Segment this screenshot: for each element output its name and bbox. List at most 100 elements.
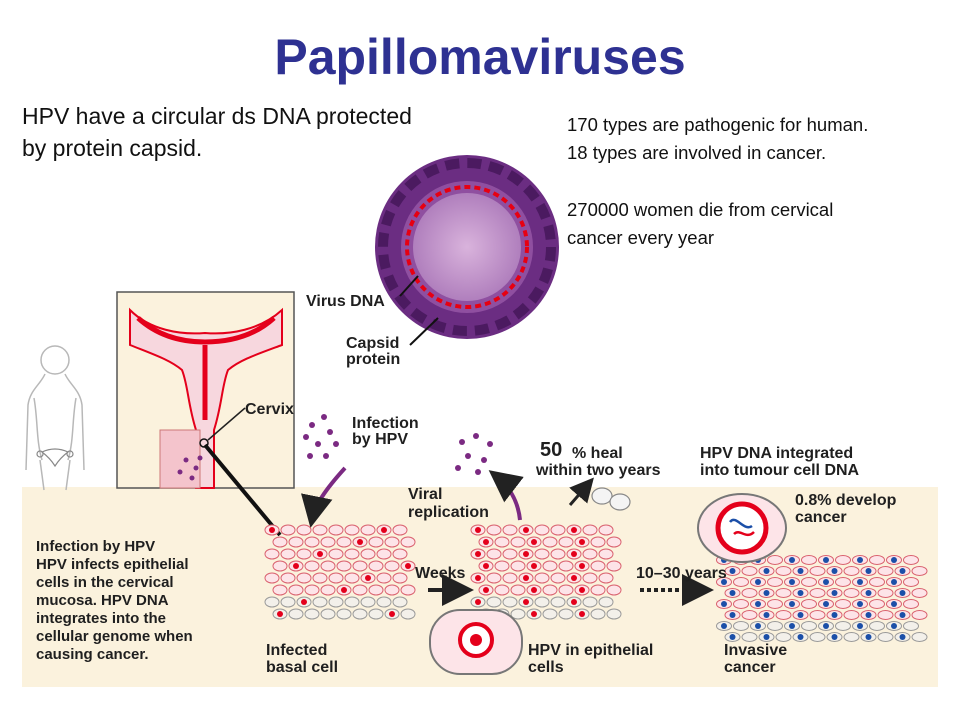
tissue-cell [558, 608, 574, 620]
tissue-cell [598, 572, 614, 584]
tissue-cell [843, 610, 860, 620]
tissue-cell [272, 584, 288, 596]
heal-arrow [568, 477, 594, 506]
tissue-cell [801, 621, 817, 631]
tissue-cell [869, 621, 885, 631]
cell-nucleus [763, 590, 770, 596]
cell-nucleus [357, 539, 363, 545]
tissue-cell [809, 632, 826, 642]
infection-arrow [301, 466, 347, 528]
tissue-cell [320, 536, 336, 548]
tissue-cell [835, 555, 851, 565]
tissue-cell [590, 608, 606, 620]
cell-nucleus [763, 612, 770, 618]
tissue-cell [280, 596, 296, 608]
tissue-cell [368, 560, 384, 572]
tissue-cell [336, 536, 352, 548]
tissue-cell [368, 536, 384, 548]
tissue-cell [903, 599, 919, 609]
tissue-cell [494, 584, 510, 596]
cervix-label: Cervix [245, 401, 294, 418]
tissue-cell [877, 566, 894, 576]
tissue-cell [400, 584, 416, 596]
tissue-cell [360, 596, 376, 608]
left-box-line: cells in the cervical [36, 574, 174, 591]
cell-nucleus [293, 563, 299, 569]
tissue-cell [550, 548, 566, 560]
cell-nucleus [789, 579, 795, 585]
heal-label-1: % heal [572, 445, 623, 462]
tissue-cell [534, 524, 550, 536]
invasive-label-1: Invasive [724, 642, 787, 659]
tissue-cell [264, 548, 280, 560]
tissue-cell [582, 548, 598, 560]
cell-nucleus [579, 563, 585, 569]
tissue-cell [288, 536, 304, 548]
cell-nucleus [763, 634, 770, 640]
tissue-cell [911, 588, 928, 598]
tissue-cell [392, 572, 408, 584]
integrated-label-1: HPV DNA integrated [700, 445, 853, 462]
hpv-epithelial-cell-zoom [429, 609, 523, 675]
cell-nucleus [865, 612, 872, 618]
tissue-cell [911, 632, 928, 642]
cell-nucleus [483, 539, 489, 545]
tissue-cell [296, 572, 312, 584]
tissue-cell [312, 524, 328, 536]
tissue-cell [869, 599, 885, 609]
tissue-cell [606, 584, 622, 596]
tissue-cell [486, 524, 502, 536]
fact-line: 18 types are involved in cancer. [567, 142, 827, 163]
tissue-cell [392, 548, 408, 560]
tissue-cell [550, 572, 566, 584]
cell-nucleus [891, 601, 897, 607]
cell-nucleus [729, 590, 736, 596]
tissue-cell [288, 584, 304, 596]
tissue-cell [494, 536, 510, 548]
cell-nucleus [381, 527, 387, 533]
tissue-cell [510, 560, 526, 572]
virus-dna-pointer [399, 275, 419, 297]
tissue-cell [558, 560, 574, 572]
tissue-cell [328, 548, 344, 560]
cell-nucleus [475, 575, 481, 581]
cell-nucleus [891, 557, 897, 563]
cell-nucleus [523, 599, 529, 605]
hpv-cells-label-1: HPV in epithelial [528, 642, 653, 659]
tissue-cell [368, 608, 384, 620]
infected-label-2: basal cell [266, 659, 338, 676]
tissue-cell [296, 548, 312, 560]
develop-label-1: 0.8% develop [795, 492, 897, 509]
integrated-label-2: into tumour cell DNA [700, 462, 860, 479]
tissue-cell [502, 548, 518, 560]
cell-nucleus [763, 568, 770, 574]
cell-nucleus [483, 587, 489, 593]
tissue-cell [486, 596, 502, 608]
cell-nucleus [797, 568, 804, 574]
tissue-cell [312, 572, 328, 584]
cell-nucleus [755, 623, 761, 629]
tissue-cell [312, 596, 328, 608]
tissue-cell [486, 572, 502, 584]
cell-nucleus [277, 611, 283, 617]
zoom-line [203, 443, 282, 537]
years-label: 10–30 years [636, 565, 727, 582]
cell-nucleus [571, 575, 577, 581]
tissue-cell [304, 608, 320, 620]
tissue-cell [590, 584, 606, 596]
fact-line: 270000 women die from cervical [567, 199, 834, 220]
tissue-cell [767, 599, 783, 609]
tissue-cell [320, 608, 336, 620]
tissue-cell [328, 596, 344, 608]
infection-label-1: Infection [352, 415, 419, 432]
fact-line: cancer every year [567, 227, 715, 248]
tissue-cell [733, 621, 749, 631]
virus-particle [375, 155, 559, 339]
cell-nucleus [823, 601, 829, 607]
cell-nucleus [579, 587, 585, 593]
cell-nucleus [523, 575, 529, 581]
cell-nucleus [579, 539, 585, 545]
tissue-cell [534, 596, 550, 608]
tissue-cell [296, 524, 312, 536]
left-box-line: HPV infects epithelial [36, 556, 189, 573]
